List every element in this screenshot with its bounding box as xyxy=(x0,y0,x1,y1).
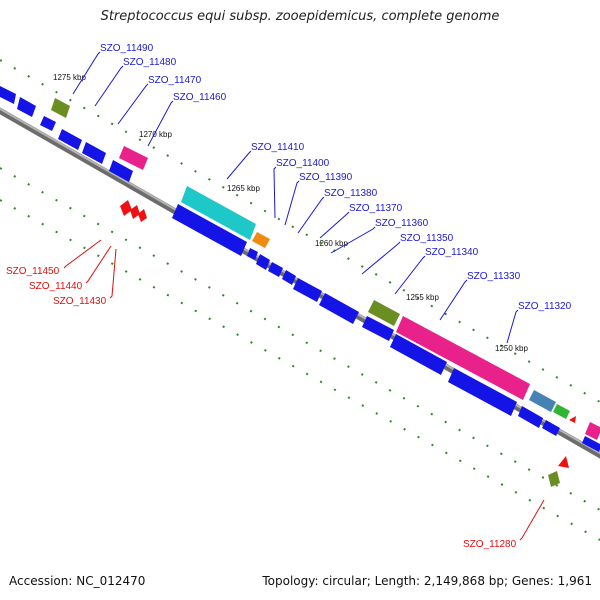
gene-labels-reverse: SZO_11450 SZO_11440 SZO_11430 SZO_11280 xyxy=(6,266,517,550)
gene-label[interactable]: SZO_11470 xyxy=(148,75,202,86)
cds-arrow-reverse[interactable] xyxy=(120,200,132,216)
cds-arrow[interactable] xyxy=(0,86,16,104)
gene-label[interactable]: SZO_11450 xyxy=(6,266,60,277)
leader-line xyxy=(297,196,325,234)
cds-arrow[interactable] xyxy=(542,420,560,436)
leader-line xyxy=(85,245,112,284)
cds-arrow[interactable] xyxy=(390,334,447,375)
feature-pink-1[interactable] xyxy=(119,146,148,170)
cds-arrow[interactable] xyxy=(448,368,517,416)
leader-lines-reverse xyxy=(63,239,545,541)
genome-summary-text: Topology: circular; Length: 2,149,868 bp… xyxy=(262,574,592,588)
cds-arrow[interactable] xyxy=(82,142,106,164)
gene-label[interactable]: SZO_11390 xyxy=(299,172,353,183)
feature-orange[interactable] xyxy=(252,232,270,248)
far-dot-ring xyxy=(0,199,600,541)
page-title: Streptococcus equi subsp. zooepidemicus,… xyxy=(100,9,500,24)
cds-arrow[interactable] xyxy=(268,262,283,277)
gene-label[interactable]: SZO_11430 xyxy=(53,296,107,307)
leader-line xyxy=(117,83,149,125)
leader-line xyxy=(394,255,426,295)
leader-line xyxy=(506,309,519,344)
gene-labels-forward: SZO_11490 SZO_11480 SZO_11470 SZO_11460 … xyxy=(100,43,572,312)
gene-label[interactable]: SZO_11330 xyxy=(467,271,521,282)
leader-line xyxy=(63,239,102,269)
cds-arrow-reverse[interactable] xyxy=(138,209,147,222)
cds-arrow[interactable] xyxy=(40,116,56,131)
leader-line xyxy=(147,100,174,147)
reverse-cds xyxy=(120,200,576,468)
gene-label[interactable]: SZO_11400 xyxy=(276,158,330,169)
outer-track xyxy=(51,98,600,440)
forward-cds xyxy=(0,86,600,452)
leader-line xyxy=(319,211,350,239)
gene-label[interactable]: SZO_11380 xyxy=(324,188,378,199)
inner-dot-ring xyxy=(0,167,600,511)
kbp-tick-label: 1265 kbp xyxy=(227,184,260,193)
gene-label[interactable]: SZO_11340 xyxy=(425,247,479,258)
kbp-tick-label: 1270 kbp xyxy=(139,130,172,139)
leader-line xyxy=(94,65,124,107)
gene-label[interactable]: SZO_11480 xyxy=(123,57,177,68)
feature-lime[interactable] xyxy=(553,404,570,419)
cds-arrow-reverse[interactable] xyxy=(558,456,569,468)
leader-line xyxy=(439,279,468,321)
cds-arrow[interactable] xyxy=(58,129,82,150)
cds-arrow[interactable] xyxy=(362,316,394,341)
leader-line xyxy=(519,499,545,541)
feature-pink-2[interactable] xyxy=(396,316,530,400)
feature-green-1[interactable] xyxy=(51,98,70,118)
cds-arrow[interactable] xyxy=(109,160,133,182)
cds-arrow-reverse-small[interactable] xyxy=(569,416,576,423)
gene-label[interactable]: SZO_11410 xyxy=(251,142,305,153)
gene-label[interactable]: SZO_11440 xyxy=(29,281,83,292)
cds-arrow[interactable] xyxy=(247,248,258,260)
gene-label[interactable]: SZO_11320 xyxy=(518,301,572,312)
gene-label[interactable]: SZO_11280 xyxy=(463,539,517,550)
feature-pink-3[interactable] xyxy=(585,422,600,440)
feature-steelblue[interactable] xyxy=(529,390,556,412)
leader-line xyxy=(330,226,376,254)
feature-cyan[interactable] xyxy=(181,186,256,240)
leader-line xyxy=(361,241,401,275)
cds-arrow[interactable] xyxy=(17,97,36,117)
kbp-tick-label: 1260 kbp xyxy=(315,239,348,248)
kbp-tick-label: 1250 kbp xyxy=(495,344,528,353)
leader-line xyxy=(273,166,277,219)
leader-line xyxy=(72,51,101,95)
cds-arrow[interactable] xyxy=(282,270,296,285)
gene-label[interactable]: SZO_11360 xyxy=(375,218,429,229)
kbp-tick-label: 1275 kbp xyxy=(53,73,86,82)
cds-arrow-reverse[interactable] xyxy=(130,205,140,219)
feature-olive[interactable] xyxy=(368,300,400,326)
gene-label[interactable]: SZO_11350 xyxy=(400,233,454,244)
leader-line xyxy=(109,248,117,299)
kbp-ticks: 1275 kbp 1270 kbp 1265 kbp 1260 kbp 1255… xyxy=(53,73,528,353)
gene-label[interactable]: SZO_11370 xyxy=(349,203,403,214)
accession-text: Accession: NC_012470 xyxy=(9,574,146,588)
cds-arrow[interactable] xyxy=(582,436,600,452)
feature-green-2[interactable] xyxy=(548,471,560,487)
leader-lines-forward xyxy=(72,51,519,344)
leader-line xyxy=(284,180,300,226)
gene-label[interactable]: SZO_11490 xyxy=(100,43,154,54)
cds-arrow[interactable] xyxy=(293,278,322,302)
cds-arrow[interactable] xyxy=(518,406,543,428)
kbp-tick-label: 1255 kbp xyxy=(406,293,439,302)
leader-line xyxy=(226,150,252,180)
cds-arrow[interactable] xyxy=(172,204,247,256)
gene-label[interactable]: SZO_11460 xyxy=(173,92,227,103)
cds-arrow[interactable] xyxy=(256,254,270,270)
cds-arrow[interactable] xyxy=(319,293,359,324)
